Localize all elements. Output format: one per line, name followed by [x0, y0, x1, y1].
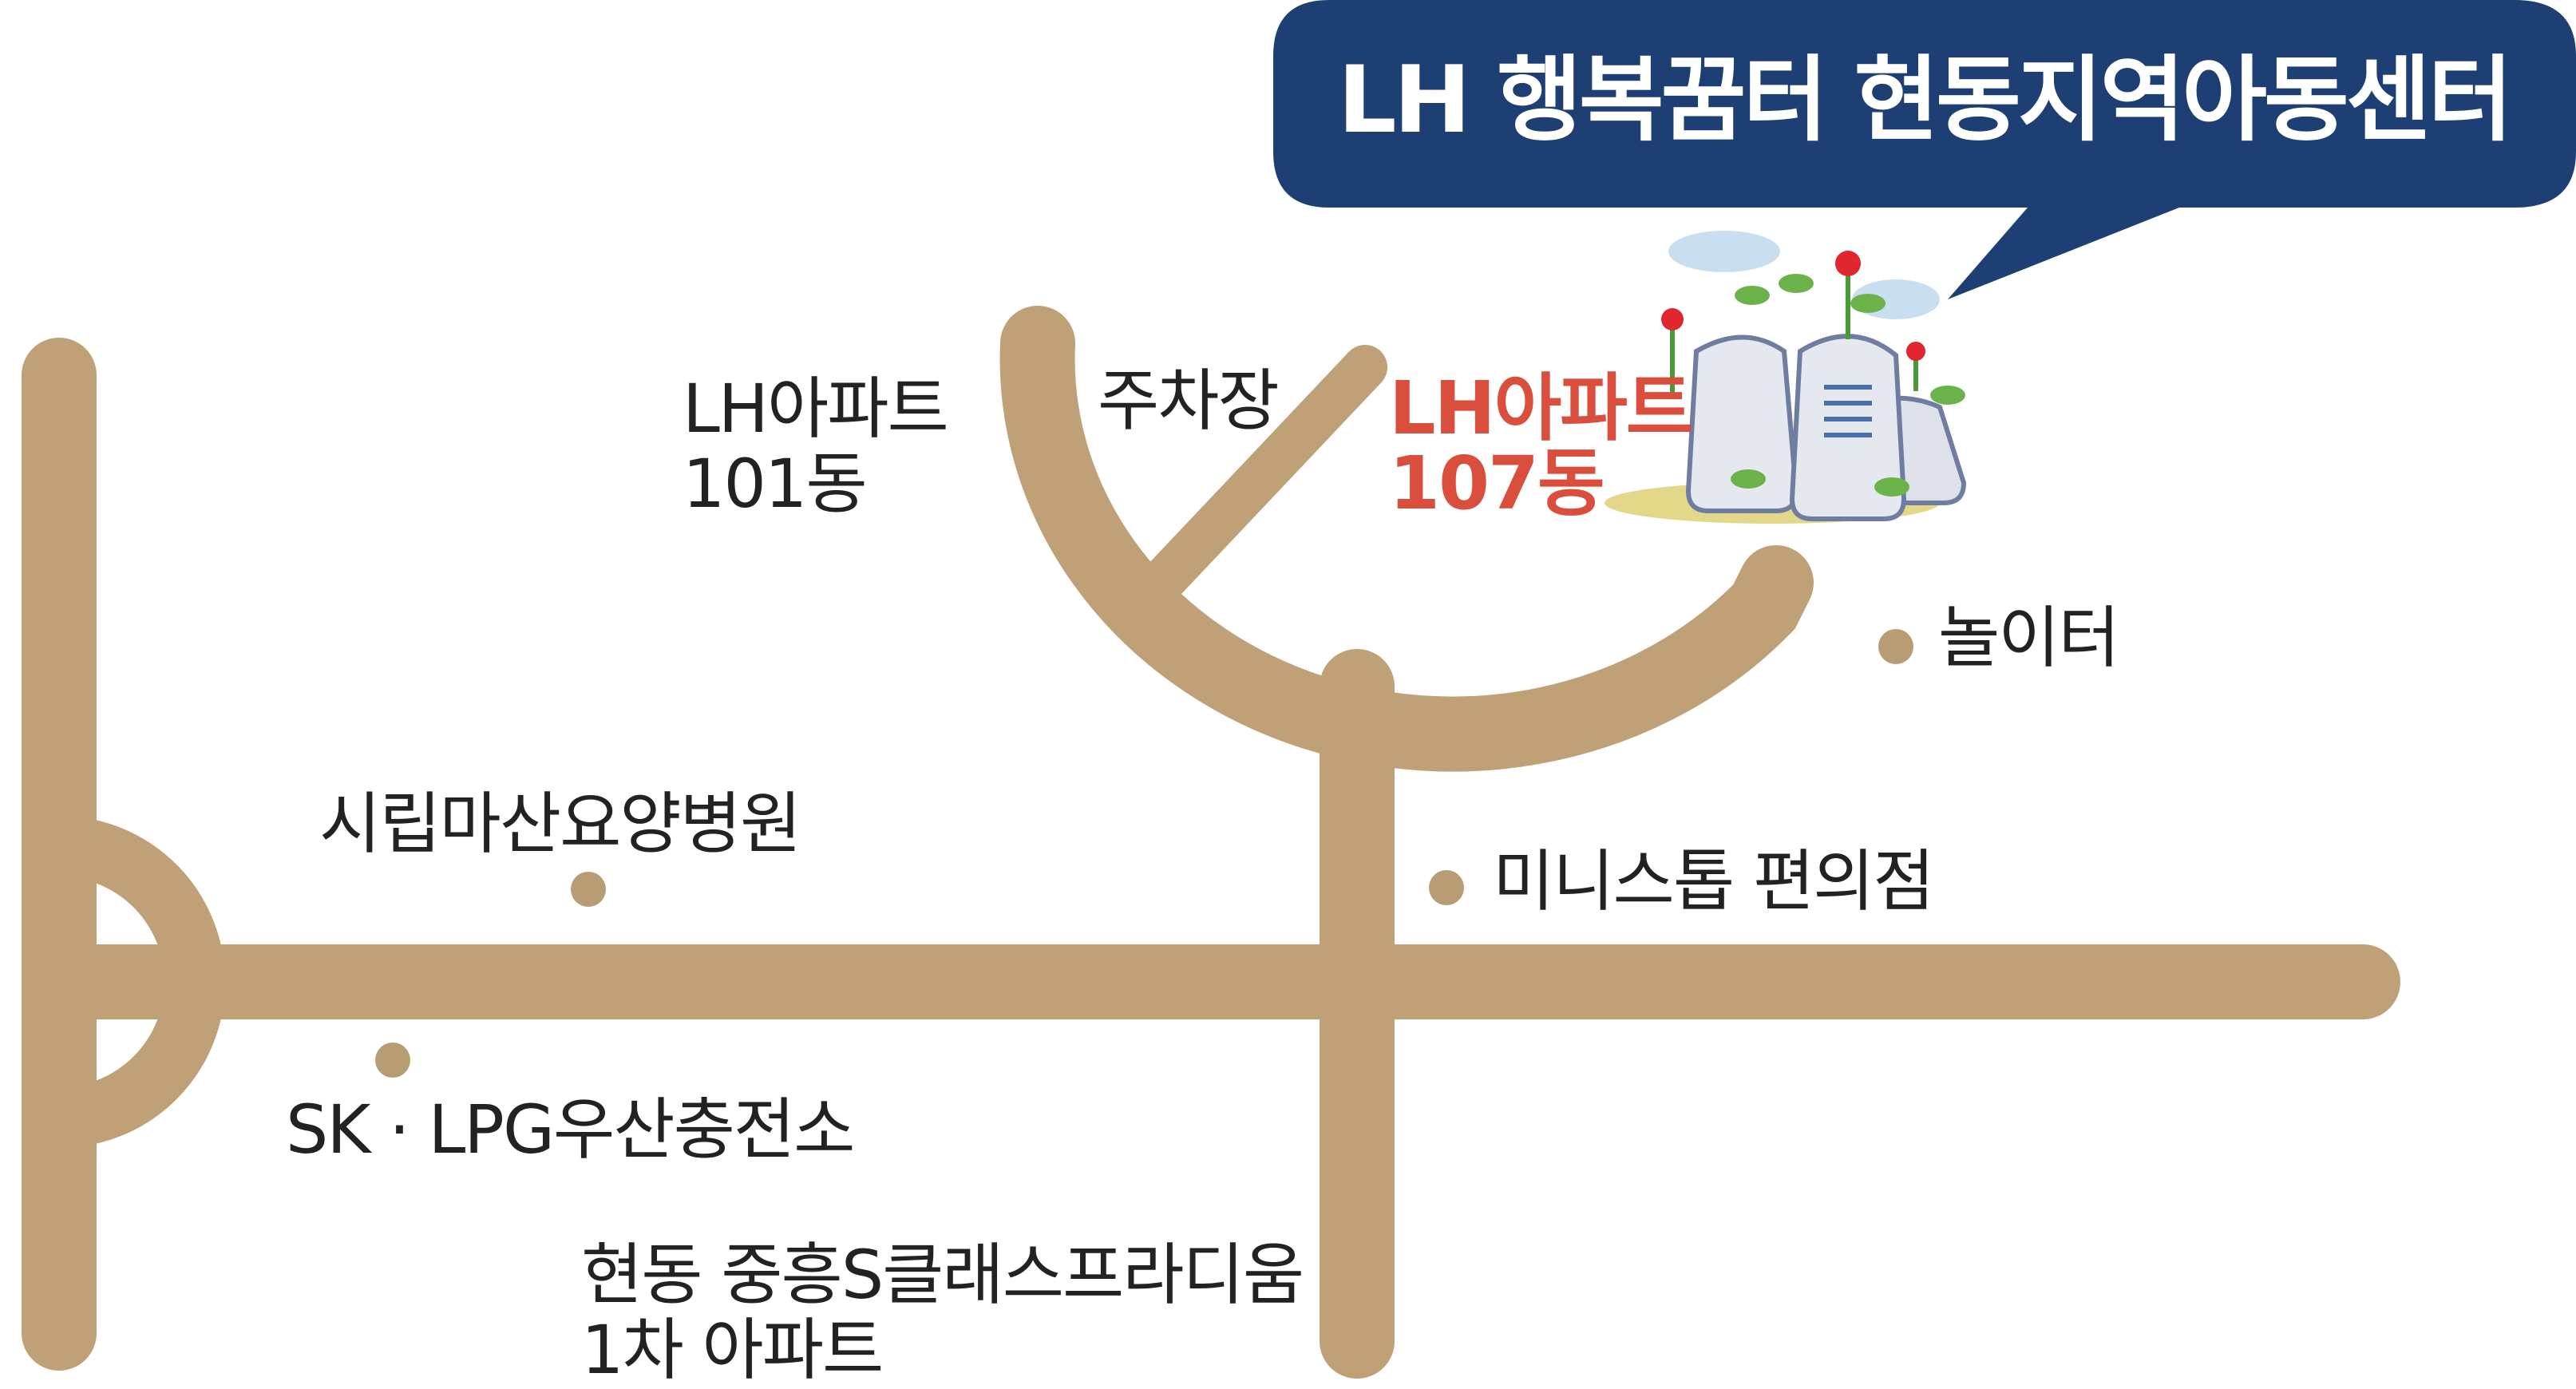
road-west-roundabout	[29, 816, 225, 1148]
apartment-buildings-icon	[1605, 231, 1967, 524]
jungheung-apartment-label: 현동 중흥S클래스프라디움 1차 아파트	[581, 1236, 1304, 1389]
convenience-store-label: 미니스톱 편의점	[1493, 842, 1935, 920]
hospital-marker	[571, 872, 606, 907]
destination-line1: LH아파트	[1389, 366, 1694, 451]
apt-101-label: LH아파트 101동	[683, 370, 949, 524]
jungheung-line2: 1차 아파트	[581, 1311, 884, 1389]
road-u-curve	[999, 306, 1814, 772]
hospital-label: 시립마산요양병원	[319, 785, 801, 863]
gas-station-marker	[375, 1043, 410, 1078]
apt-101-line2: 101동	[683, 445, 868, 524]
destination-line2: 107동	[1389, 440, 1605, 526]
title-callout-bubble	[1273, 0, 2576, 299]
convenience-store-marker	[1429, 870, 1464, 905]
jungheung-line1: 현동 중흥S클래스프라디움	[581, 1236, 1304, 1314]
parking-label: 주차장	[1098, 362, 1280, 440]
map-title: LH 행복꿈터 현동지역아동센터	[1337, 46, 2513, 154]
playground-marker	[1878, 629, 1913, 664]
playground-label: 놀이터	[1938, 599, 2120, 677]
road-parking-diagonal	[1135, 345, 1387, 609]
destination-label: LH아파트 107동	[1389, 366, 1694, 526]
gas-station-label: SK · LPG우산충전소	[286, 1090, 855, 1169]
apt-101-line1: LH아파트	[683, 370, 949, 448]
